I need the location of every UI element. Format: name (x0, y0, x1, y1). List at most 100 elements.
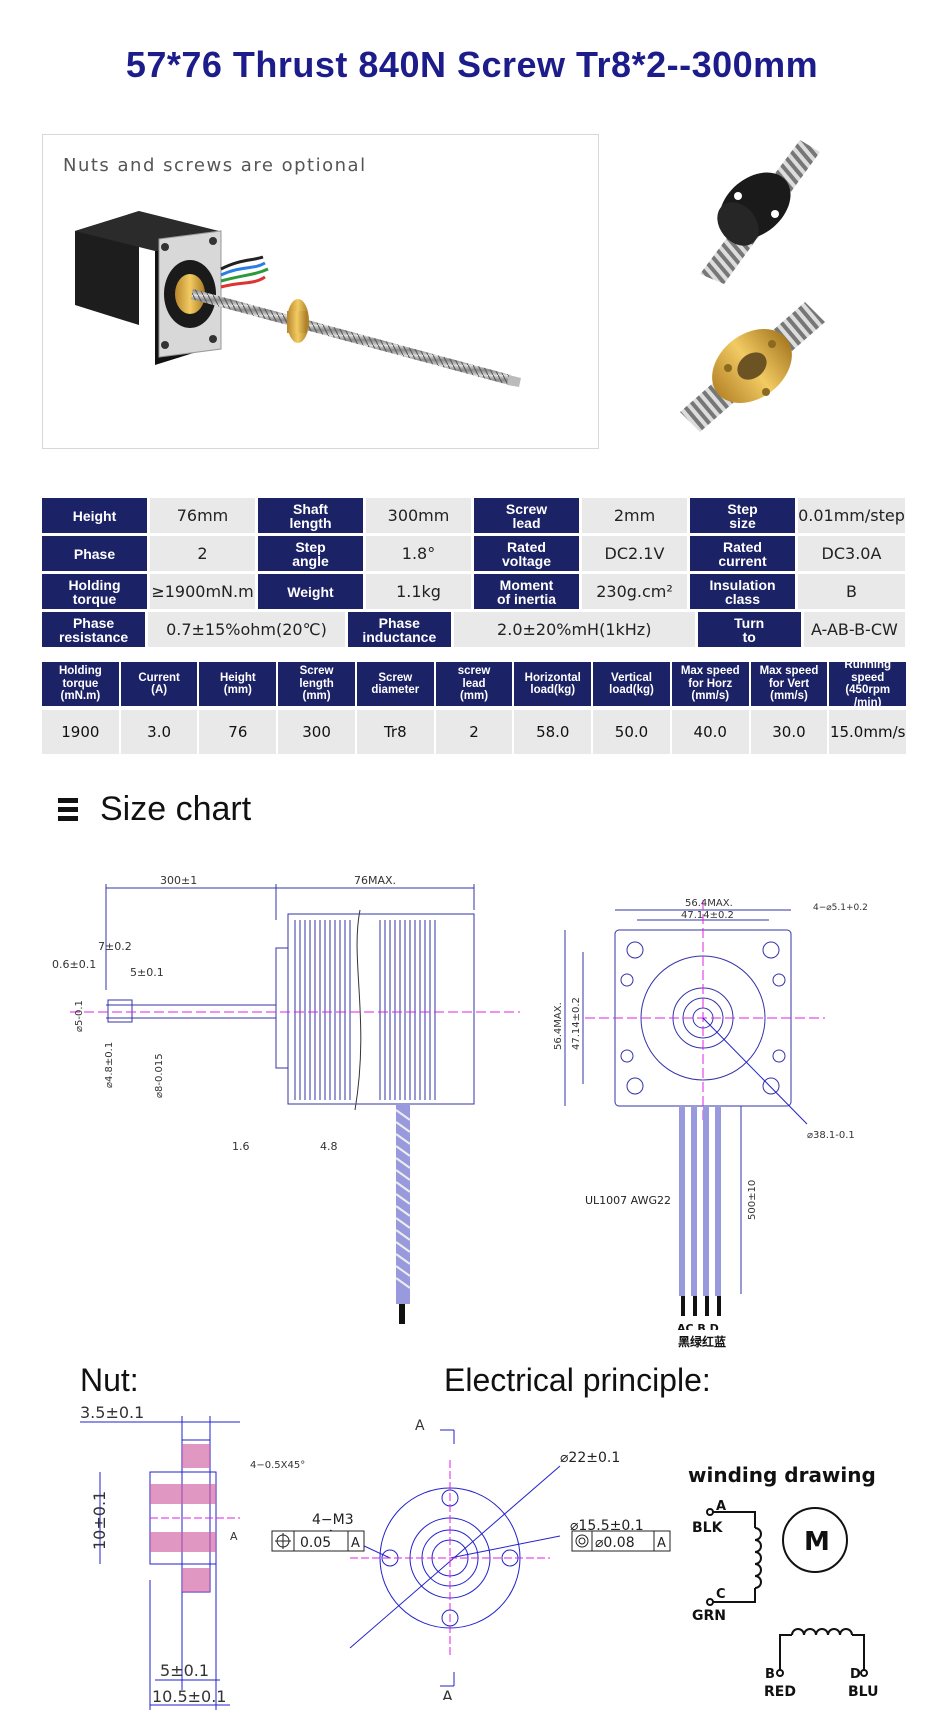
performance-value: 1900 (42, 710, 119, 754)
wire-spec: UL1007 AWG22 (585, 1194, 671, 1207)
spec-label: Step size (690, 498, 795, 533)
flange-drawing: A A ⌀22±0.1 ⌀15.5±0.1 4−M3 0.05 A ⌀0.08 … (271, 1418, 671, 1700)
electrical-title: Electrical principle: (444, 1362, 711, 1398)
datum-a-top: A (415, 1418, 425, 1434)
spec-value: ≥1900mN.m (150, 574, 255, 609)
spec-label: Weight (258, 574, 363, 609)
spec-value: 1.1kg (366, 574, 471, 609)
wire-blu: BLU (848, 1684, 878, 1700)
performance-header: Max speed for Vert (mm/s) (750, 662, 828, 706)
performance-value: 58.0 (514, 710, 592, 754)
product-photo: Nuts and screws are optional (42, 134, 599, 449)
datum-a: A (230, 1530, 238, 1543)
spec-value: 0.7±15%ohm(20℃) (148, 612, 345, 647)
performance-header: Screw length (mm) (278, 662, 355, 706)
wire-red: RED (764, 1684, 796, 1700)
performance-value: 50.0 (593, 710, 670, 754)
page-title: 57*76 Thrust 840N Screw Tr8*2--300mm (125, 44, 819, 85)
spec-value: 2 (150, 536, 255, 571)
winding-title: winding drawing (688, 1463, 876, 1487)
size-chart-title: Size chart (100, 790, 252, 828)
spec-value: 230g.cm² (582, 574, 687, 609)
spec-value: 0.01mm/step (798, 498, 905, 533)
dim-nut-width: 3.5±0.1 (80, 1403, 144, 1422)
spec-label: Height (42, 498, 147, 533)
winding-drawing: winding drawing M A BLK C GRN B RED D BL… (688, 1463, 878, 1700)
dim-16: 1.6 (232, 1140, 250, 1153)
performance-header: Horizontal load(kg) (514, 662, 592, 706)
spec-label: Rated voltage (474, 536, 579, 571)
dim-06: 0.6±0.1 (52, 958, 96, 971)
spec-value: A-AB-B-CW (803, 612, 905, 647)
performance-header: Running speed (450rpm /min) (829, 659, 907, 709)
nut-title: Nut: (80, 1362, 139, 1398)
spec-value: DC2.1V (582, 536, 687, 571)
size-chart-heading: Size chart (58, 790, 251, 829)
front-view-drawing: 56.4MAX. 47.14±0.2 4−⌀5.1+0.2 56.4MAX. 4… (553, 898, 868, 1330)
dim-dia48: ⌀4.8±0.1 (104, 1042, 115, 1088)
dim-boss: ⌀38.1-0.1 (807, 1130, 855, 1141)
spec-label: Insulation class (690, 574, 795, 609)
spec-value: DC3.0A (798, 536, 905, 571)
side-view-drawing: 300±1 76MAX. 7±0.2 0.6±0.1 5±0.1 ⌀5-0.1 … (52, 874, 520, 1324)
dim-d22: ⌀22±0.1 (560, 1450, 620, 1466)
photo-note: Nuts and screws are optional (63, 155, 367, 176)
dim-holes: 4−⌀5.1+0.2 (813, 903, 868, 913)
performance-value: 300 (278, 710, 355, 754)
dim-shaft-length: 300±1 (160, 874, 197, 887)
spec-label: Phase resistance (42, 612, 146, 647)
motor-symbol: M (804, 1527, 830, 1557)
list-icon (58, 794, 78, 825)
dim-d155: ⌀15.5±0.1 (570, 1518, 644, 1534)
nut-drawing: 3.5±0.1 4−0.5X45° 10±0.1 A 5±0.1 10.5±0.… (80, 1403, 305, 1710)
position-datum: A (351, 1536, 360, 1551)
spec-label: Shaft length (258, 498, 363, 533)
performance-value: Tr8 (356, 710, 434, 754)
spec-label: Rated current (690, 536, 795, 571)
spec-label: Holding torque (42, 574, 147, 609)
dim-dia8: ⌀8-0.015 (154, 1053, 165, 1098)
performance-header: screw lead (mm) (435, 662, 513, 706)
performance-value: 40.0 (671, 710, 749, 754)
dim-nut-len2: 10.5±0.1 (152, 1687, 226, 1706)
performance-header: Max speed for Horz (mm/s) (671, 662, 749, 706)
spec-label: Phase inductance (347, 612, 451, 647)
motor-illustration (75, 211, 521, 387)
dim-nut-len1: 5±0.1 (160, 1661, 209, 1680)
performance-header: Holding torque (mN.m) (42, 662, 119, 706)
performance-header: Vertical load(kg) (593, 662, 670, 706)
spec-label: Phase (42, 536, 147, 571)
spec-label: Step angle (258, 536, 363, 571)
spec-value: 76mm (150, 498, 255, 533)
dim-height: 56.4MAX. (553, 1002, 564, 1050)
wire-labels: AC B D (677, 1322, 719, 1330)
dim-hole-spacing: 47.14±0.2 (681, 910, 734, 921)
spec-value: 1.8° (366, 536, 471, 571)
wire-blk: BLK (692, 1520, 724, 1536)
spec-value: B (798, 574, 905, 609)
dim-7: 7±0.2 (98, 940, 132, 953)
dim-lead-length: 500±10 (747, 1180, 758, 1220)
terminal-c: C (716, 1587, 726, 1602)
spec-value: 2.0±20%mH(1kHz) (453, 612, 695, 647)
dim-m3: 4−M3 (312, 1512, 354, 1528)
datum-a-bottom: A (442, 1687, 453, 1700)
dim-width: 56.4MAX. (685, 898, 733, 909)
spec-label: Turn to (697, 612, 801, 647)
spec-value: 300mm (366, 498, 471, 533)
dim-height2: 47.14±0.2 (571, 997, 582, 1050)
performance-value: 2 (435, 710, 513, 754)
performance-value: 15.0mm/s (829, 710, 907, 754)
terminal-b: B (765, 1667, 775, 1682)
performance-value: 3.0 (120, 710, 198, 754)
spec-label: Screw lead (474, 498, 579, 533)
performance-header: Screw diameter (356, 662, 434, 706)
dim-chamfer: 4−0.5X45° (250, 1460, 305, 1471)
plastic-nut-photo (680, 134, 830, 284)
terminal-a: A (716, 1499, 726, 1514)
